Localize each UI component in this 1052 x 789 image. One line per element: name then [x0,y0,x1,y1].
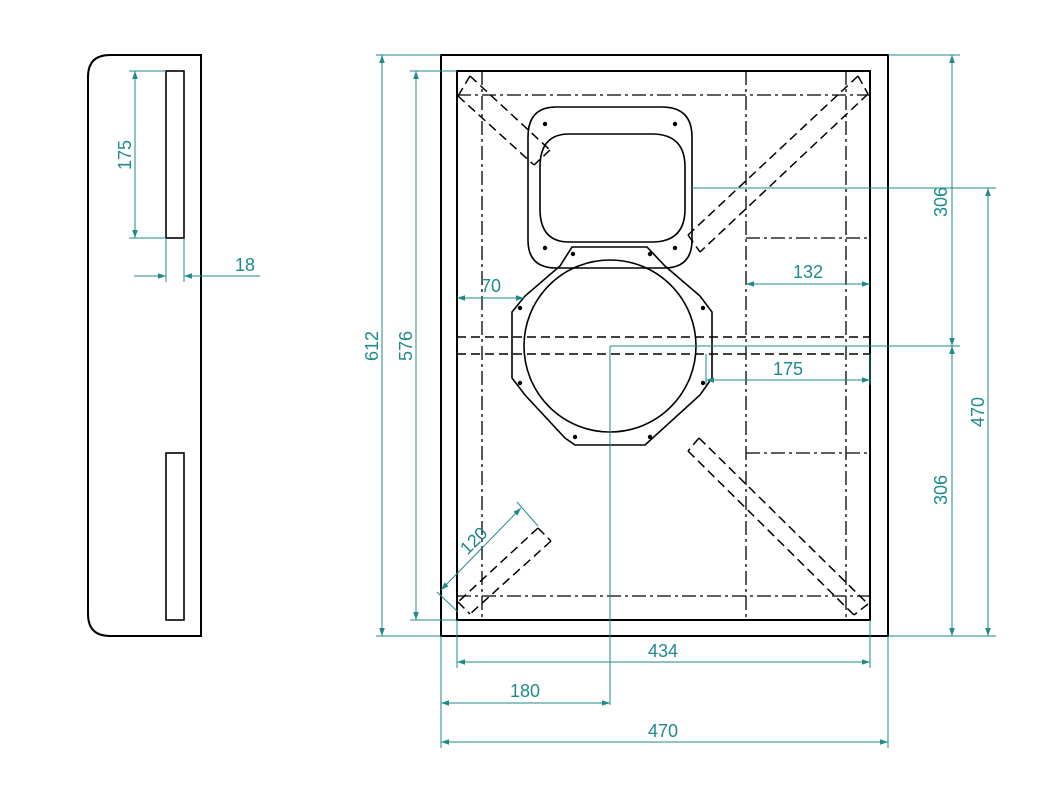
driver-center-height-dimension: 470 [968,188,991,636]
inner-width-dimension: 434 [456,620,871,668]
side-view: 175 18 [87,54,260,637]
driver-center-offset-label: 180 [510,681,540,701]
port-depth-label: 175 [115,140,135,170]
driver-to-side-dimension: 175 [705,354,871,385]
inner-height-label: 576 [396,331,416,361]
lower-port-slot [165,452,185,621]
upper-height-dimension: 306 [888,54,996,637]
inner-width-label: 434 [648,641,678,661]
port-depth-dimension: 175 [115,70,166,239]
tweeter-cutout [527,106,693,269]
overall-width-label: 470 [648,721,678,741]
tweeter-flange-outline [527,106,693,269]
side-panel-outline [87,54,202,637]
driver-center-offset-dimension: 180 [440,636,610,748]
upper-port-slot [165,70,185,239]
cutout-margin-dimension: 70 [457,276,524,301]
panel-thickness-label: 18 [235,255,255,275]
brace-width-dimension: 132 [746,262,870,287]
inner-height-dimension: 576 [396,70,457,621]
brace-width-label: 132 [793,262,823,282]
overall-height-label: 612 [362,331,382,361]
port-width-label: 120 [456,523,491,558]
upper-height-label: 306 [931,187,951,217]
front-dimensions: 612 576 434 180 470 [362,54,996,748]
driver-center-height-label: 470 [968,397,988,427]
cutout-margin-label: 70 [481,276,501,296]
lower-height-label: 306 [931,475,951,505]
overall-width-dimension: 470 [441,636,889,748]
driver-to-side-label: 175 [773,359,803,379]
panel-thickness-dimension: 18 [134,238,260,282]
overall-height-dimension: 612 [362,54,441,637]
lower-height-dimension: 306 [931,346,955,636]
tweeter-opening [539,133,686,243]
